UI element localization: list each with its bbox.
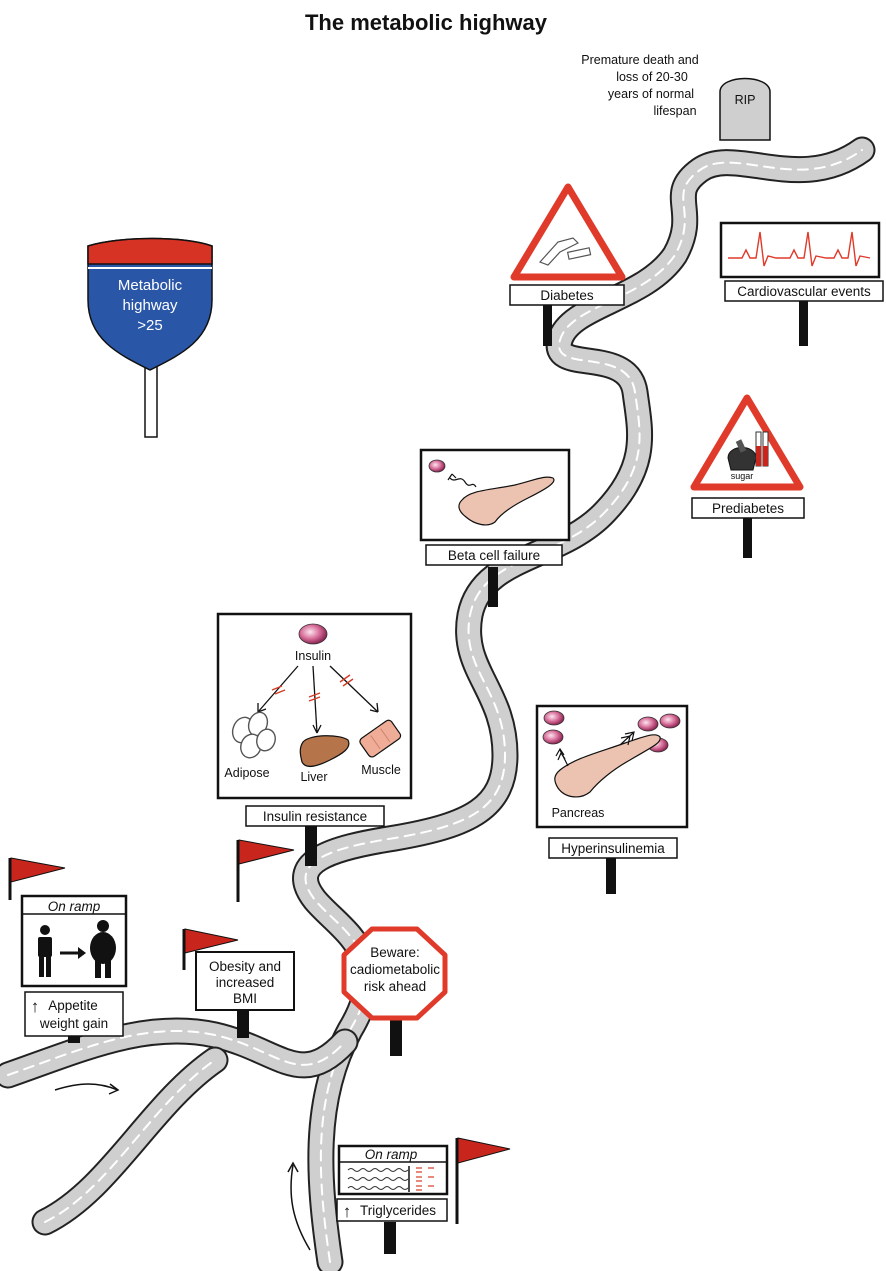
flag-icon-4: [457, 1138, 510, 1224]
prediabetes-warning-sign: sugar Prediabetes: [692, 398, 804, 558]
obesity-line-1: Obesity and: [209, 959, 281, 974]
beta-cell-failure-sign: Beta cell failure: [421, 450, 569, 607]
liver-text: Liver: [300, 770, 327, 784]
shield-line-3: >25: [137, 317, 162, 334]
triglycerides-label: Triglycerides: [360, 1203, 436, 1218]
page-title: The metabolic highway: [305, 10, 548, 35]
flag-icon-2: [238, 840, 294, 902]
on-ramp-1-header: On ramp: [48, 899, 101, 914]
on-ramp-1-up-arrow: ↑: [31, 997, 40, 1016]
on-ramp-2-header: On ramp: [365, 1147, 418, 1162]
premature-death-caption: Premature death and loss of 20-30 years …: [581, 53, 698, 118]
insulin-resistance-label: Insulin resistance: [263, 809, 367, 824]
rip-caption-line-1: Premature death and: [581, 53, 698, 67]
hyperinsulinemia-sign: Pancreas Hyperinsulinemia: [537, 706, 687, 894]
on-ramp-1-line-2: weight gain: [39, 1016, 108, 1031]
metabolic-highway-shield: Metabolic highway >25: [88, 239, 212, 438]
rip-caption-line-3: years of normal: [608, 87, 694, 101]
beware-line-2: cadiometabolic: [350, 962, 440, 977]
adipose-text: Adipose: [224, 766, 269, 780]
prediabetes-label: Prediabetes: [712, 501, 784, 516]
obesity-line-2: increased: [216, 975, 275, 990]
obesity-line-3: BMI: [233, 991, 257, 1006]
flag-icon-1: [10, 858, 65, 900]
on-ramp-1-line-1: Appetite: [48, 998, 98, 1013]
on-ramp-appetite-sign: On ramp ↑ Appetite weight gain: [22, 896, 126, 1043]
beware-line-1: Beware:: [370, 945, 420, 960]
pancreas-text: Pancreas: [552, 806, 605, 820]
tombstone-icon: RIP: [720, 79, 770, 141]
shield-line-1: Metabolic: [118, 277, 183, 294]
rip-caption-line-4: lifespan: [653, 104, 696, 118]
sugar-text: sugar: [731, 471, 754, 481]
insulin-text: Insulin: [295, 649, 331, 663]
diabetes-label: Diabetes: [540, 288, 594, 303]
hyperinsulinemia-label: Hyperinsulinemia: [561, 841, 665, 856]
beware-line-3: risk ahead: [364, 979, 426, 994]
muscle-text: Muscle: [361, 763, 401, 777]
on-ramp-triglycerides-sign: On ramp ↑ Triglycerides: [337, 1146, 447, 1254]
tombstone-text: RIP: [735, 93, 756, 107]
beta-cell-failure-label: Beta cell failure: [448, 548, 540, 563]
cardiovascular-sign: Cardiovascular events: [721, 223, 883, 346]
rip-caption-line-2: loss of 20-30: [616, 70, 688, 84]
shield-line-2: highway: [122, 297, 178, 314]
cardio-label: Cardiovascular events: [737, 284, 871, 299]
on-ramp-2-up-arrow: ↑: [343, 1202, 352, 1221]
